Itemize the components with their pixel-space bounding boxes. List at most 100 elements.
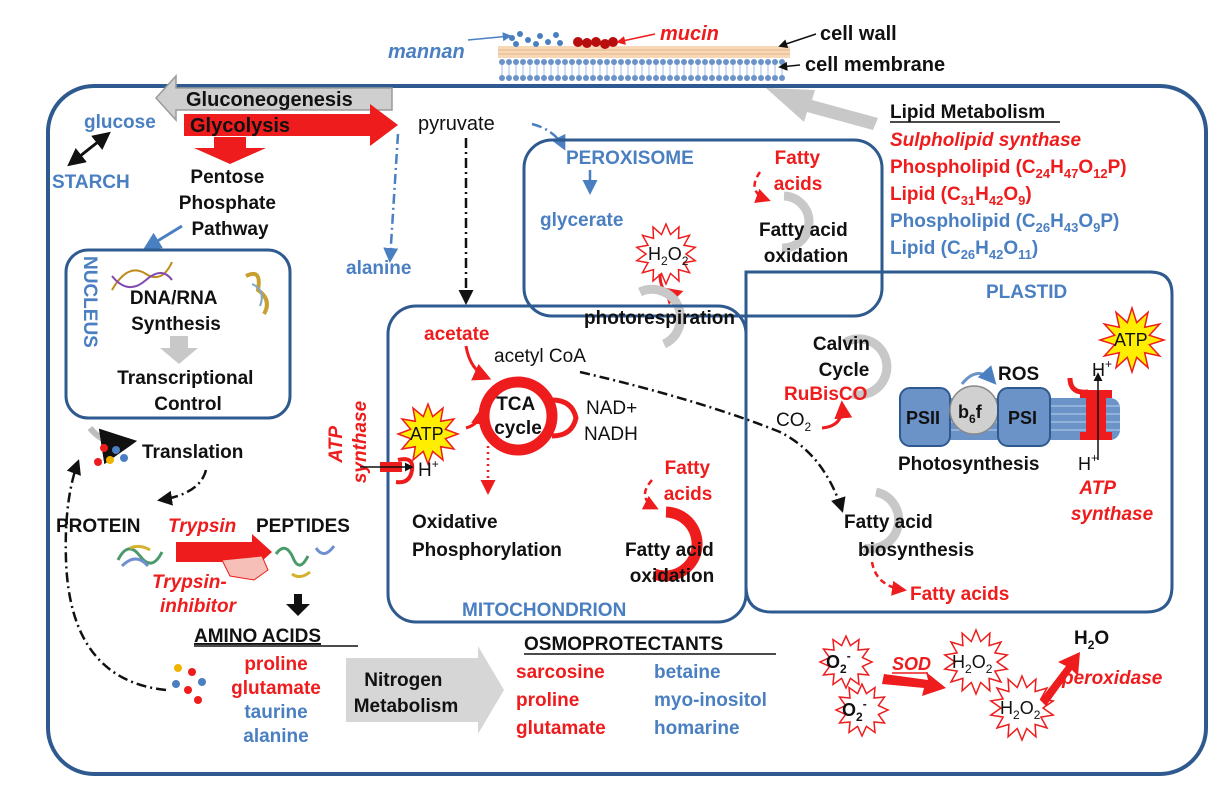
nitrogen-metabolism-arrow bbox=[346, 646, 504, 734]
glucose-starch-arrow bbox=[67, 131, 111, 167]
mito-fatty-acid-dashed-arrow bbox=[641, 479, 659, 510]
acetyl-coa-label: acetyl CoA bbox=[494, 346, 586, 367]
pentose-down-arrow bbox=[194, 137, 266, 164]
amino-acid-taurine: taurine bbox=[244, 702, 307, 723]
peroxisome-fatty-acids-label: Fatty acids bbox=[774, 148, 826, 195]
translation-label: Translation bbox=[142, 442, 243, 463]
plastid-atp-starburst bbox=[1097, 305, 1167, 375]
amino-acid-alanine: alanine bbox=[243, 726, 308, 747]
amino-acid-recycle-arrow bbox=[64, 459, 167, 692]
peptides-label: PEPTIDES bbox=[256, 516, 350, 537]
plastid-fatty-acids-label: Fatty acids bbox=[910, 584, 1009, 605]
mucin-icon bbox=[573, 37, 618, 49]
plastid-compartment bbox=[744, 270, 1174, 614]
h2o2-label-a: H2O2 bbox=[952, 652, 993, 676]
mucin-label: mucin bbox=[660, 23, 719, 45]
glycolysis-arrow bbox=[184, 104, 398, 146]
acetyl-coa-to-fa-biosynthesis-arrow bbox=[579, 370, 846, 513]
pyruvate-to-peroxisome-arrow bbox=[531, 122, 566, 151]
gluconeogenesis-arrow bbox=[154, 74, 393, 122]
calvin-cycle-label: Calvin Cycle bbox=[813, 334, 875, 381]
gluconeogenesis-label: Gluconeogenesis bbox=[186, 89, 353, 111]
co2-label: CO2 bbox=[776, 410, 812, 434]
nucleus-label: NUCLEUS bbox=[79, 256, 100, 348]
superoxide-label-1: O2- bbox=[826, 649, 851, 676]
amino-acid-list: proline glutamate taurine alanine bbox=[231, 654, 321, 747]
glycolysis-label: Glycolysis bbox=[190, 115, 290, 137]
pyruvate-to-alanine-arrow bbox=[383, 133, 400, 263]
osmoprotectant-homarine: homarine bbox=[654, 718, 740, 739]
ros-label: ROS bbox=[998, 364, 1039, 385]
mannan-icon bbox=[509, 31, 563, 47]
peptides-icon bbox=[274, 545, 336, 579]
b6f-label: b6f bbox=[958, 402, 983, 426]
peroxisome-fatty-acid-dashed-arrow bbox=[753, 171, 771, 203]
nitrogen-metabolism-label: Nitrogen Metabolism bbox=[354, 670, 459, 717]
amino-acid-glutamate: glutamate bbox=[231, 678, 321, 699]
trypsin-inhibitor-label: Trypsin- inhibitor bbox=[152, 572, 238, 617]
calvin-cycle-icon bbox=[843, 334, 892, 400]
peroxisome-h2o2-starburst bbox=[634, 222, 698, 286]
osmoprotectant-glutamate: glutamate bbox=[516, 718, 606, 739]
protein-structure-icon bbox=[116, 544, 164, 568]
glycerate-label: glycerate bbox=[540, 210, 623, 231]
psi-label: PSI bbox=[1008, 408, 1037, 428]
peptides-down-arrow bbox=[286, 594, 310, 616]
lipid-item: Lipid (C31H42O9) bbox=[890, 184, 1032, 208]
superoxide-starburst-2 bbox=[834, 682, 890, 738]
cell-membrane-label: cell membrane bbox=[805, 54, 945, 76]
peroxisome-fatty-acid-oxidation-label: Fatty acid oxidation bbox=[759, 220, 853, 267]
mannan-arrow bbox=[467, 32, 512, 42]
nad-label: NAD+ bbox=[586, 398, 637, 419]
acetate-arrow bbox=[464, 345, 492, 381]
superoxide-starburst-1 bbox=[818, 634, 874, 690]
pentose-phosphate-label: Pentose Phosphate Pathway bbox=[179, 167, 281, 240]
fa-biosynthesis-dashed-arrow bbox=[870, 561, 907, 596]
peroxisome-h2o2-label: H2O2 bbox=[648, 244, 689, 268]
peroxisome-fatty-acid-cycle-icon bbox=[781, 191, 814, 253]
dna-rna-synthesis-label: DNA/RNA Synthesis bbox=[130, 288, 222, 335]
plastid-atp-label: ATP bbox=[1114, 330, 1148, 350]
osmoprotectant-myo-inositol: myo-inositol bbox=[654, 690, 767, 711]
nad-arrow bbox=[551, 397, 579, 439]
ribosome-dots-icon bbox=[94, 444, 128, 466]
mito-fatty-acid-cycle-icon bbox=[652, 506, 703, 582]
cell-wall-arrow bbox=[778, 33, 817, 48]
h2o2-starburst-b bbox=[988, 674, 1056, 742]
ros-arrow bbox=[960, 365, 997, 385]
plastid-label: PLASTID bbox=[986, 282, 1067, 303]
plastid-atp-synthase-icon bbox=[1067, 377, 1112, 440]
cell-membrane-strip bbox=[498, 46, 790, 81]
h2o2-starburst-a bbox=[942, 628, 1010, 696]
fa-biosynthesis-label: Fatty acid biosynthesis bbox=[844, 512, 974, 561]
peroxidase-label: peroxidase bbox=[1061, 668, 1163, 689]
plastid-h-plus-top-label: H+ bbox=[1092, 357, 1112, 380]
lipid-item: Phospholipid (C26H43O9P) bbox=[890, 211, 1119, 235]
osmoprotectant-proline: proline bbox=[516, 690, 579, 711]
amino-acid-proline: proline bbox=[244, 654, 307, 675]
lipid-item: Sulpholipid synthase bbox=[890, 130, 1082, 151]
nucleus-down-arrow bbox=[160, 336, 198, 364]
psii-complex bbox=[899, 387, 951, 447]
lipid-item: Phospholipid (C24H47O12P) bbox=[890, 157, 1127, 181]
peroxisome-label: PEROXISOME bbox=[566, 148, 694, 169]
dna-helix-icon bbox=[111, 261, 173, 291]
mitochondrion-label: MITOCHONDRION bbox=[462, 600, 626, 621]
tca-cycle-label: TCA cycle bbox=[494, 394, 542, 439]
superoxide-label-2: O2- bbox=[842, 697, 867, 724]
lipid-item: Lipid (C26H42O11) bbox=[890, 238, 1038, 262]
glucose-label: glucose bbox=[84, 112, 156, 133]
sod-label: SOD bbox=[892, 654, 931, 674]
transcriptional-control-label: Transcriptional Control bbox=[117, 368, 258, 415]
alanine-label: alanine bbox=[346, 258, 411, 279]
cell-wall-label: cell wall bbox=[820, 23, 897, 45]
cell-membrane-arrow bbox=[778, 61, 801, 71]
atp-synthase-mito-icon bbox=[380, 457, 415, 485]
plastid-h-plus-bottom-label: H+ bbox=[1078, 451, 1098, 474]
mito-fatty-acids-label: Fatty acids bbox=[664, 458, 716, 505]
peroxisome-compartment bbox=[522, 138, 884, 318]
